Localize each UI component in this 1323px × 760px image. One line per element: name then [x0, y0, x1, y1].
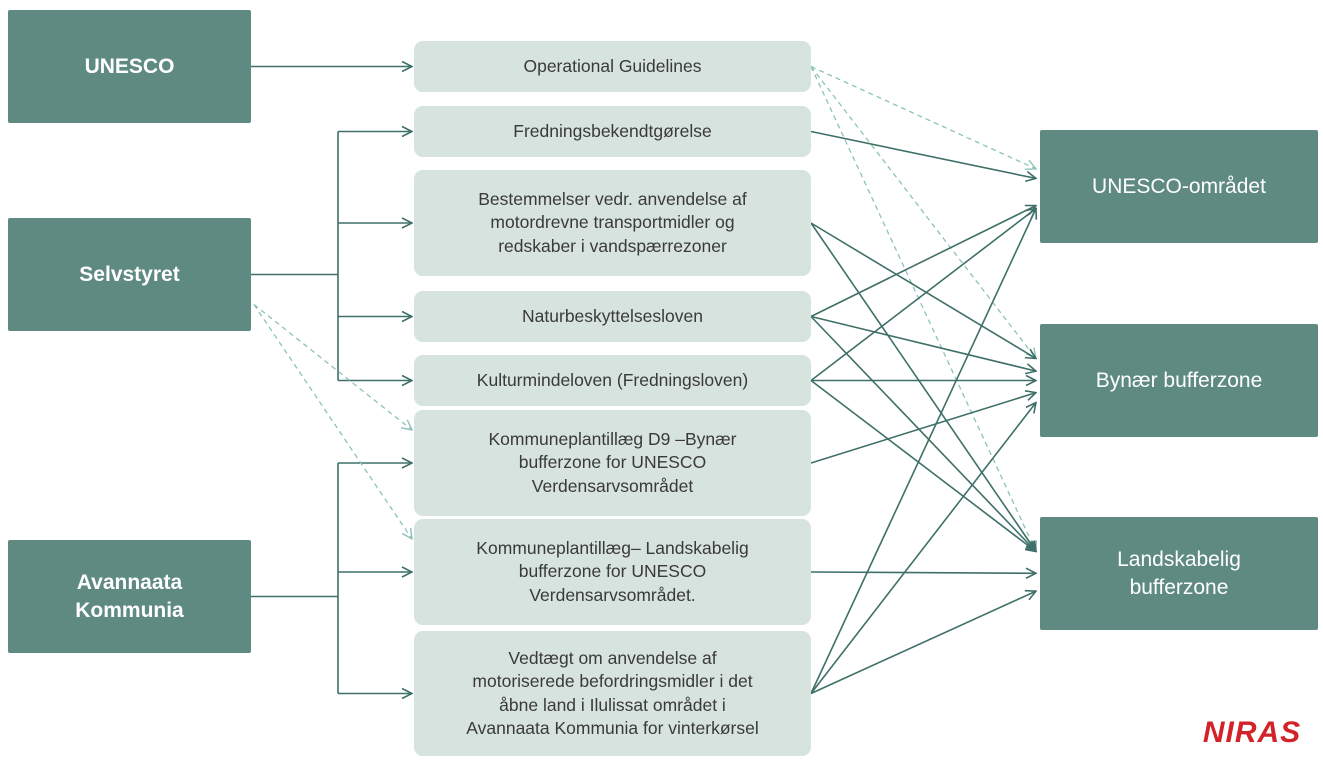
document-label: Naturbeskyttelsesloven	[522, 305, 703, 326]
arrow-d9-bynaer	[810, 393, 1036, 464]
source-label-selvstyret: Selvstyret	[79, 262, 180, 286]
document-label: Fredningsbekendtgørelse	[513, 120, 712, 141]
document-box-naturbeskyttelsesloven: Naturbeskyttelsesloven	[414, 291, 811, 342]
arrow-naturbesk-landskabelig	[810, 315, 1036, 552]
arrow-bestemmelser-bynaer	[810, 222, 1036, 359]
document-label: Kommuneplantillæg D9 –Bynær bufferzone f…	[488, 429, 737, 496]
arrow-bestemmelser-landskabelig	[810, 222, 1036, 552]
arrow-landskabelig_tillaeg-landskabelig	[810, 572, 1036, 573]
target-label-landskabelig-bufferzone: Landskabelig bufferzone	[1117, 548, 1241, 599]
document-label: Bestemmelser vedr. anvendelse af motordr…	[478, 189, 747, 256]
source-box-selvstyret: Selvstyret	[8, 218, 251, 331]
target-box-landskabelig-bufferzone: Landskabelig bufferzone	[1040, 517, 1318, 630]
document-label: Kulturmindeloven (Fredningsloven)	[476, 369, 749, 390]
arrow-naturbesk-bynaer	[810, 315, 1036, 372]
dashed-arrow-selvstyret-landskabelig_tillaeg	[253, 304, 412, 540]
arrow-kulturminde-unesco_omraadet	[810, 209, 1036, 382]
arrow-naturbesk-unesco_omraadet	[810, 206, 1036, 318]
target-box-bynaer-bufferzone: Bynær bufferzone	[1040, 324, 1318, 437]
document-label: Kommuneplantillæg– Landskabelig bufferzo…	[476, 538, 749, 605]
source-label-unesco: UNESCO	[84, 54, 175, 78]
logo-text: NIRAS	[1202, 716, 1302, 749]
document-label: Operational Guidelines	[523, 55, 702, 76]
niras-logo: NIRAS	[1196, 712, 1308, 750]
arrow-kulturminde-landskabelig	[810, 379, 1036, 552]
document-label: Vedtægt om anvendelse af motoriserede be…	[466, 648, 759, 738]
source-box-unesco: UNESCO	[8, 10, 251, 123]
dashed-arrow-selvstyret-d9	[253, 303, 412, 431]
arrow-vedtaegt-unesco_omraadet	[810, 209, 1036, 694]
document-box-kommuneplantillaeg-d9: Kommuneplantillæg D9 –Bynær bufferzone f…	[414, 410, 811, 516]
document-box-fredningsbekendtgoerelse: Fredningsbekendtgørelse	[414, 106, 811, 157]
source-label-avannaata: Avannaata Kommunia	[75, 571, 184, 622]
arrow-vedtaegt-landskabelig	[810, 591, 1036, 695]
dashed-arrow-operational-landskabelig	[810, 66, 1036, 552]
target-label-bynaer-bufferzone: Bynær bufferzone	[1095, 368, 1263, 392]
target-box-unesco-omraadet: UNESCO-området	[1040, 130, 1318, 243]
source-box-avannaata: Avannaata Kommunia	[8, 540, 251, 653]
document-box-kommuneplantillaeg-landskabelig: Kommuneplantillæg– Landskabelig bufferzo…	[414, 519, 811, 625]
dashed-arrow-operational-unesco_omraadet	[810, 65, 1036, 169]
document-box-operational-guidelines: Operational Guidelines	[414, 41, 811, 92]
dashed-arrow-operational-bynaer	[810, 66, 1036, 359]
document-box-vedtaegt: Vedtægt om anvendelse af motoriserede be…	[414, 631, 811, 756]
arrow-vedtaegt-bynaer	[810, 403, 1036, 694]
document-box-bestemmelser: Bestemmelser vedr. anvendelse af motordr…	[414, 170, 811, 276]
document-box-kulturmindeloven: Kulturmindeloven (Fredningsloven)	[414, 355, 811, 406]
arrow-fredningsbek-unesco_omraadet	[810, 130, 1036, 179]
target-label-unesco-omraadet: UNESCO-området	[1092, 174, 1266, 198]
